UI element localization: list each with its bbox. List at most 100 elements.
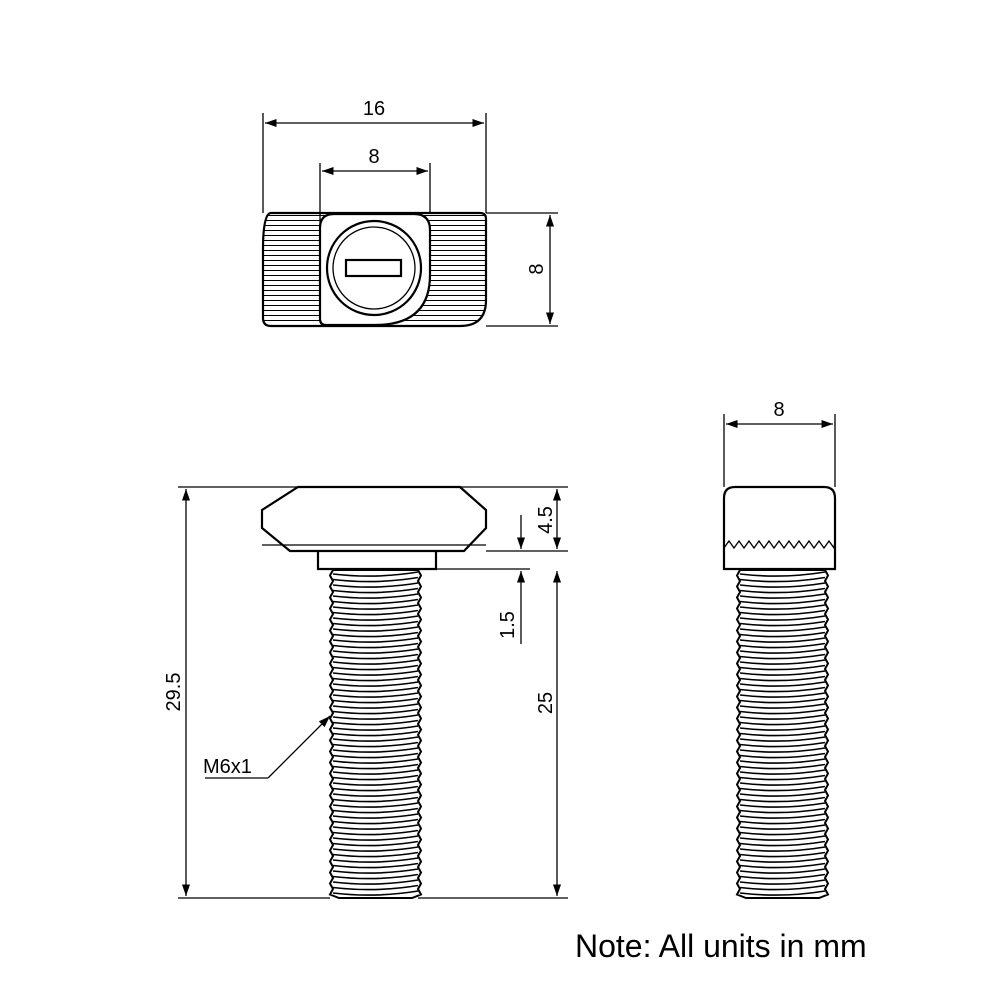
dim-label-4-5: 4.5 [535,506,557,534]
thread-crest [739,774,826,781]
thread-crest [739,631,826,638]
thread-crest [332,890,419,896]
thread-crest [332,796,419,803]
thread-crest [332,697,419,704]
thread-crest [332,725,419,731]
thread-crest [332,884,419,891]
thread-crest [332,813,419,819]
thread-crest [332,609,419,616]
thread-crest [332,857,419,863]
thread-crest [332,774,419,781]
thread-crest [739,813,826,819]
thread-crest [332,851,419,858]
thread-crest [739,879,826,885]
thread-crest [739,730,826,737]
thread-crest [739,604,826,610]
thread-crest [739,890,826,896]
thread-crest [332,708,419,715]
thread-crest [739,763,826,770]
thread-crest [739,576,826,583]
thread-crest [332,818,419,825]
side-view: 8 [722,399,837,899]
dim-side-width-8: 8 [723,399,836,487]
thread-crest [739,747,826,753]
thread-crest [739,857,826,863]
thread-crest [739,664,826,671]
thread-crest [332,840,419,847]
thread-crest [739,686,826,693]
dim-shoulder-1-5: 1.5 [436,515,530,644]
dim-top-height-8: 8 [486,212,558,327]
thread-crest [739,620,826,627]
thread-crest [739,593,826,599]
thread-crest [739,752,826,759]
thread-callout-m6x1: M6x1 [203,715,331,779]
thread-crest [332,615,419,621]
thread-crest [332,714,419,720]
thread-crest [332,835,419,841]
thread-crest [739,615,826,621]
thread-crest [332,659,419,665]
thread-crest [739,846,826,852]
thread-crest [332,686,419,693]
thread-crest [739,840,826,847]
thread-crest [739,609,826,616]
dim-top-inner-8: 8 [319,146,431,260]
thread-crest [739,714,826,720]
thread-crest [739,873,826,880]
thread-shank [328,569,423,899]
thread-crest [739,692,826,698]
thread-crest [739,736,826,742]
thread-crest [332,846,419,852]
dim-thread-25: 25 [418,571,568,899]
thread-crest [739,791,826,797]
thread-crest [332,862,419,869]
thread-crest [739,829,826,836]
thread-crest [332,769,419,775]
thread-crest [739,675,826,682]
thread-crest [739,681,826,687]
dim-head-4-5: 4.5 [460,486,568,552]
thread-crest [739,818,826,825]
thread-crest [332,807,419,814]
thread-crest [739,807,826,814]
thread-crest [332,620,419,627]
thread-crest [739,862,826,869]
thread-crest [332,791,419,797]
thread-crest [739,653,826,660]
thread-crest [332,626,419,632]
thread-crest [332,802,419,808]
thread-crest [739,824,826,830]
front-view: 29.5 4.5 1.5 25 M6x1 [163,485,568,899]
thread-crest [739,670,826,676]
thread-crest [739,851,826,858]
slot [344,258,403,278]
thread-crest [739,780,826,786]
thread-crest [739,719,826,726]
thread-crest [739,708,826,715]
thread-crest [739,637,826,643]
thread-crest [332,593,419,599]
dim-label-29-5: 29.5 [163,673,185,712]
dim-label-25: 25 [535,692,557,714]
thread-crest [332,631,419,638]
thread-shank-side [735,569,830,899]
thread-crest [332,648,419,654]
thread-crest [739,884,826,891]
thread-crest [332,582,419,588]
thread-crest [739,697,826,704]
thread-crest [332,604,419,610]
thread-crest [739,785,826,792]
thread-crest [739,725,826,731]
thread-callout-label: M6x1 [203,756,252,778]
thread-crest [739,659,826,665]
thread-crest [332,681,419,687]
bolt-head-front [260,485,488,571]
thread-crest [739,587,826,594]
thread-crest [332,763,419,770]
bolt-head-top [318,212,432,327]
thread-crest [332,692,419,698]
dim-overall-29-5: 29.5 [163,486,330,899]
thread-crest [739,598,826,605]
